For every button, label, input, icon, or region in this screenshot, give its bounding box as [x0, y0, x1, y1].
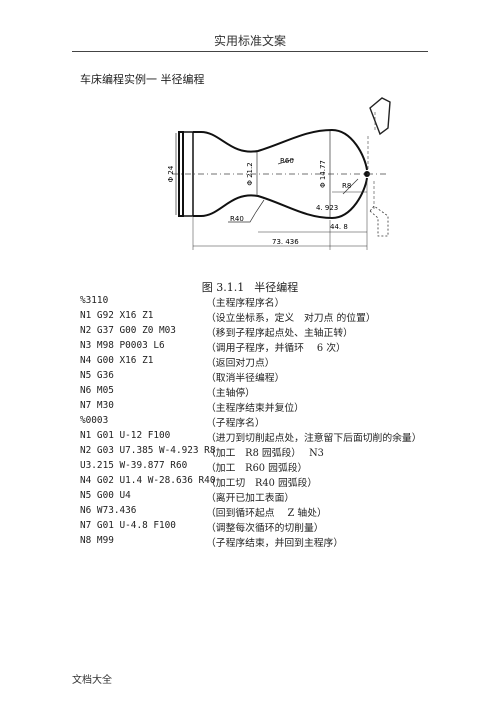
program-code: N4 G00 X16 Z1	[80, 355, 154, 366]
program-line: N5 G00 U4 （离开已加工表面）	[80, 490, 480, 505]
program-line: N5 G36 （取消半径编程）	[80, 370, 480, 385]
program-code: %0003	[80, 415, 109, 426]
program-line: N1 G92 X16 Z1 （设立坐标系，定义 对刀点 的位置）	[80, 310, 480, 325]
program-code: N4 G02 U1.4 W-28.636 R40	[80, 475, 216, 486]
program-line: N6 W73.436 （回到循环起点 Z 轴处）	[80, 505, 480, 520]
program-comment: （取消半径编程）	[206, 373, 285, 384]
document-title: 车床编程实例一 半径编程	[80, 73, 205, 86]
figure-caption: 图 3.1.1 半径编程	[0, 279, 500, 295]
program-comment: （主程序结束并复位）	[206, 403, 304, 414]
cutting-tool-bottom	[369, 205, 389, 237]
cutting-tool-top	[369, 97, 391, 136]
program-line: N8 M99 （子程序结束，并回到主程序）	[80, 535, 480, 550]
program-line: %0003 （子程序名）	[80, 415, 480, 430]
label-r60: R60	[280, 157, 294, 165]
program-line: N7 M30 （主程序结束并复位）	[80, 400, 480, 415]
program-comment: （设立坐标系，定义 对刀点 的位置）	[206, 313, 376, 324]
label-dia-24: Φ 24	[167, 165, 175, 182]
program-comment: （离开已加工表面）	[206, 493, 295, 504]
program-code: N2 G03 U7.385 W-4.923 R8	[80, 445, 216, 456]
program-comment: （加工 R8 园弧段） N3	[206, 448, 324, 459]
label-dia-14-77: Φ 14.77	[319, 160, 327, 188]
program-code: N1 G92 X16 Z1	[80, 310, 154, 321]
program-code: N1 G01 U-12 F100	[80, 430, 171, 441]
program-line: N2 G37 G00 Z0 M03 （移到子程序起点处、主轴正转）	[80, 325, 480, 340]
drawing-svg: Φ 24 Φ 21.2 Φ 14.77 R60 R8 R40 4. 923 44…	[167, 97, 391, 250]
program-comment: （调用子程序，并循环 6 次）	[206, 343, 346, 354]
program-line: N3 M98 P0003 L6 （调用子程序，并循环 6 次）	[80, 340, 480, 355]
lathe-part-drawing: Φ 24 Φ 21.2 Φ 14.77 R60 R8 R40 4. 923 44…	[160, 86, 400, 266]
program-code: N3 M98 P0003 L6	[80, 340, 165, 351]
program-line: N7 G01 U-4.8 F100 （调整每次循环的切削量）	[80, 520, 480, 535]
program-line: N2 G03 U7.385 W-4.923 R8（加工 R8 园弧段） N3	[80, 445, 480, 460]
program-line: U3.215 W-39.877 R60 （加工 R60 园弧段）	[80, 460, 480, 475]
program-code: N5 G36	[80, 370, 114, 381]
program-code: N8 M99	[80, 535, 114, 546]
program-code: %3110	[80, 295, 109, 306]
profile-top	[193, 128, 368, 171]
page-header: 实用标准文案	[213, 34, 286, 48]
program-comment: （调整每次循环的切削量）	[206, 523, 324, 534]
stock-section	[182, 131, 194, 217]
program-code: N5 G00 U4	[80, 490, 131, 501]
label-len-4-923: 4. 923	[316, 204, 338, 212]
caption-number: 图 3.1.1	[201, 281, 245, 294]
program-line: N1 G01 U-12 F100 （进刀到切削起点处，注意留下后面切削的余量）	[80, 430, 480, 445]
program-code: N6 W73.436	[80, 505, 137, 516]
program-line: N4 G00 X16 Z1 （返回对刀点）	[80, 355, 480, 370]
program-comment: （子程序结束，并回到主程序）	[206, 538, 344, 549]
program-line: %3110 （主程序程序名）	[80, 295, 480, 310]
label-dia-21-2: Φ 21.2	[246, 162, 254, 185]
program-comment: （移到子程序起点处、主轴正转）	[206, 328, 353, 339]
label-r40: R40	[230, 215, 244, 223]
program-comment: （返回对刀点）	[206, 358, 275, 369]
page-footer: 文档大全	[72, 675, 112, 686]
program-code: N7 M30	[80, 400, 114, 411]
caption-text: 半径编程	[254, 281, 299, 294]
program-comment: （进刀到切削起点处，注意留下后面切削的余量）	[206, 433, 422, 444]
label-len-73-436: 73. 436	[272, 238, 299, 246]
program-comment: （子程序名）	[206, 418, 265, 429]
program-code: N7 G01 U-4.8 F100	[80, 520, 176, 531]
program-comment: （加工 R60 园弧段）	[206, 463, 308, 474]
r8-leader	[342, 178, 359, 195]
profile-bottom	[193, 177, 368, 220]
header-divider	[72, 51, 428, 52]
nc-program-listing: %3110 （主程序程序名） N1 G92 X16 Z1 （设立坐标系，定义 对刀点 …	[80, 295, 480, 550]
program-code: N6 M05	[80, 385, 114, 396]
program-code: N2 G37 G00 Z0 M03	[80, 325, 176, 336]
label-len-44-8: 44. 8	[330, 223, 348, 231]
program-line: N6 M05 （主轴停）	[80, 385, 480, 400]
program-comment: （加工切 R40 园弧段）	[206, 478, 318, 489]
program-comment: （回到循环起点 Z 轴处）	[206, 508, 327, 519]
program-code: U3.215 W-39.877 R60	[80, 460, 188, 471]
program-comment: （主轴停）	[206, 388, 255, 399]
r40-leader	[228, 199, 265, 223]
r60-leader	[277, 158, 295, 165]
label-r8: R8	[342, 182, 351, 190]
program-line: N4 G02 U1.4 W-28.636 R40（加工切 R40 园弧段）	[80, 475, 480, 490]
program-comment: （主程序程序名）	[206, 298, 285, 309]
